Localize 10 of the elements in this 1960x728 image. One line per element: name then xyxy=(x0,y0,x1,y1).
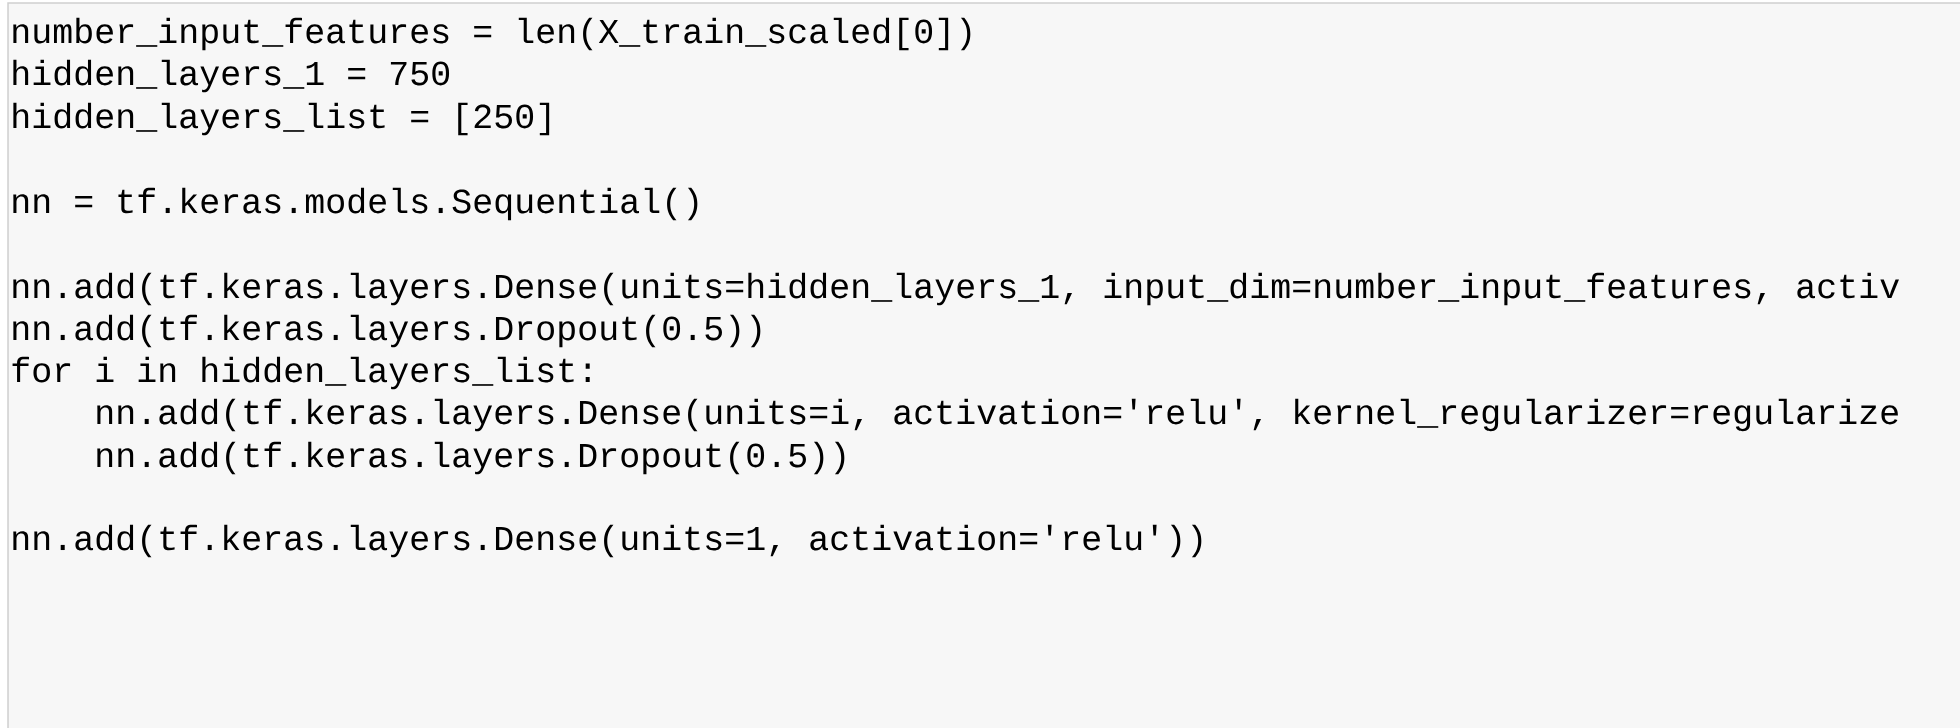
code-line: for i in hidden_layers_list: xyxy=(12,356,590,390)
code-line: nn.add(tf.keras.layers.Dropout(0.5)) xyxy=(13,314,761,348)
code-line: nn = tf.keras.models.Sequential() xyxy=(13,187,698,221)
code-line: number_input_features = len(X_train_scaled[0]) xyxy=(13,17,971,51)
code-line: hidden_layers_list = [250] xyxy=(13,102,550,136)
code-line: hidden_layers_1 = 750 xyxy=(13,59,450,93)
code-line: nn.add(tf.keras.layers.Dense(units=1, activation='relu')) xyxy=(13,524,1202,558)
code-line: nn.add(tf.keras.layers.Dense(units=hidden_layers_1, input_dim=number_input_features, activ xyxy=(13,272,1899,306)
code-line: nn.add(tf.keras.layers.Dense(units=i, activation='relu', kernel_regularizer=regularize xyxy=(97,398,1898,432)
code-line: nn.add(tf.keras.layers.Dropout(0.5)) xyxy=(97,441,845,475)
